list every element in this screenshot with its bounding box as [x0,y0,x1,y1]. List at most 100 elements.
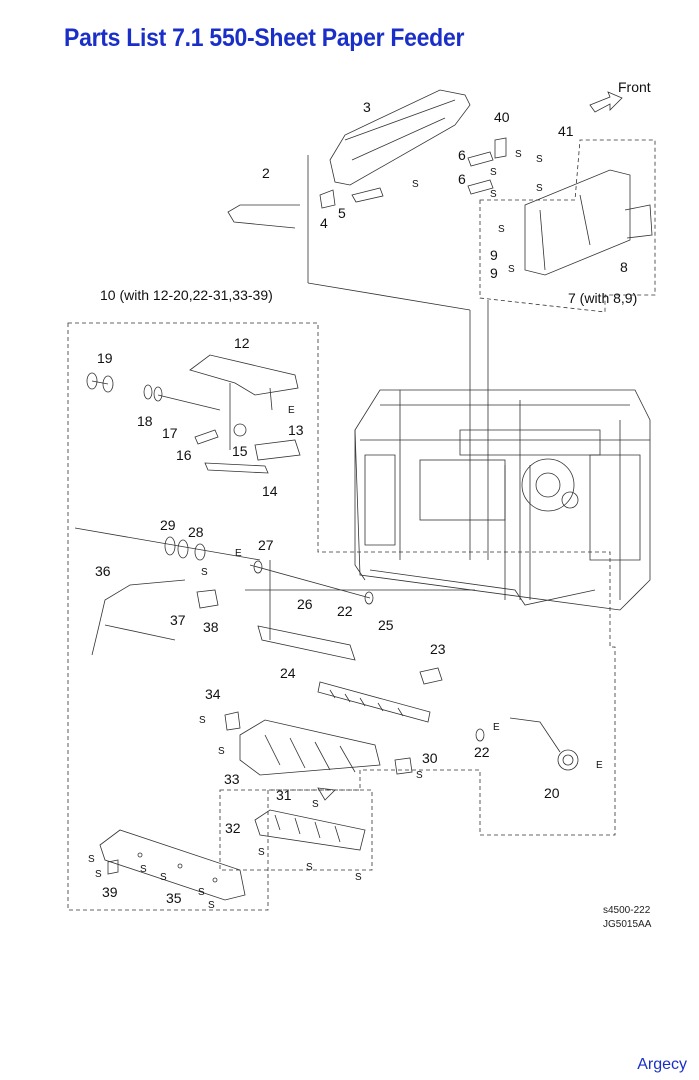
part-label: 9 [490,265,498,281]
part-label: 22 [337,603,353,619]
part-label: 3 [363,99,371,115]
part-label: 2 [262,165,270,181]
part-14 [204,462,269,474]
assy32-boundary [219,789,373,871]
part-label: 20 [544,785,560,801]
part-18-roller [143,384,163,402]
part-label: 19 [97,350,113,366]
screw-marker: S [490,189,497,200]
screw-marker: S [416,770,423,781]
part-3-cover [329,89,471,186]
drawing-code-1: s4500-222 [603,905,651,916]
part-7-module [524,169,631,276]
screw-marker: S [199,715,206,726]
part-32-chute [254,809,366,851]
part-15 [233,423,247,437]
part-label: 9 [490,247,498,263]
part-label: 37 [170,612,186,628]
part-label: 25 [378,617,394,633]
screw-marker: E [235,548,242,559]
assy7-boundary [479,139,656,313]
callout-assy10: 10 (with 12-20,22-31,33-39) [100,287,273,303]
part-label: 16 [176,447,192,463]
part-19-roller [86,372,114,393]
part-33-chute [239,719,381,776]
part-20-assembly [509,717,561,753]
screw-marker: E [493,722,500,733]
part-label: 15 [232,443,248,459]
part-label: 34 [205,686,221,702]
screw-marker: S [140,864,147,875]
part-label: 32 [225,820,241,836]
part-8-handle [624,204,653,239]
part-label: 4 [320,215,328,231]
brand-logo: Argecy [637,1056,687,1073]
screw-marker: S [312,799,319,810]
front-arrow-icon [589,91,623,113]
part-label: 33 [224,771,240,787]
part-12-frame [189,354,299,396]
part-17-shaft [157,394,221,411]
screw-marker: S [515,149,522,160]
part-label: 36 [95,563,111,579]
part-label: 31 [276,787,292,803]
part-label: 22 [474,744,490,760]
part-label: 40 [494,109,510,125]
screw-marker: E [596,760,603,771]
part-2-cable [227,204,300,229]
part-16 [194,429,219,445]
screw-marker: E [288,405,295,416]
part-29-28-rollers [164,536,206,561]
part-25-guide [257,625,356,661]
part-label: 26 [297,596,313,612]
part-label: 13 [288,422,304,438]
part-label: 14 [262,483,278,499]
screw-marker: S [218,746,225,757]
part-label: 38 [203,619,219,635]
part-label: 29 [160,517,176,533]
part-label: 18 [137,413,153,429]
screw-marker: S [258,847,265,858]
screw-marker: S [508,264,515,275]
part-label: 5 [338,205,346,221]
part-label: 6 [458,147,466,163]
part-37 [196,589,219,609]
callout-assy7: 7 (with 8,9) [568,290,637,306]
part-label: 24 [280,665,296,681]
part-13 [254,439,301,461]
part-label: 39 [102,884,118,900]
printer-frame [354,389,651,611]
part-35-bracket [99,829,246,901]
part-label: 27 [258,537,274,553]
screw-marker: S [498,224,505,235]
part-label: 17 [162,425,178,441]
screw-marker: S [201,567,208,578]
screw-marker: S [355,872,362,883]
screw-marker: S [306,862,313,873]
screw-marker: S [490,167,497,178]
part-label: 23 [430,641,446,657]
part-24-chute [317,681,431,723]
front-label: Front [618,79,651,95]
part-label: 6 [458,171,466,187]
screw-marker: S [88,854,95,865]
screw-marker: S [198,887,205,898]
page-title: Parts List 7.1 550-Sheet Paper Feeder [64,24,465,52]
screw-marker: S [536,183,543,194]
screw-marker: S [95,869,102,880]
part-26-shaft [249,564,371,599]
part-label: 35 [166,890,182,906]
drawing-code-2: JG5015AA [603,919,652,930]
screw-marker: S [160,872,167,883]
part-label: 28 [188,524,204,540]
part-label: 41 [558,123,574,139]
part-39 [107,859,119,875]
screw-marker: S [536,154,543,165]
part-label: 30 [422,750,438,766]
screw-marker: S [208,900,215,911]
part-36-harness [91,579,186,656]
part-label: 8 [620,259,628,275]
screw-marker: S [412,179,419,190]
part-label: 12 [234,335,250,351]
